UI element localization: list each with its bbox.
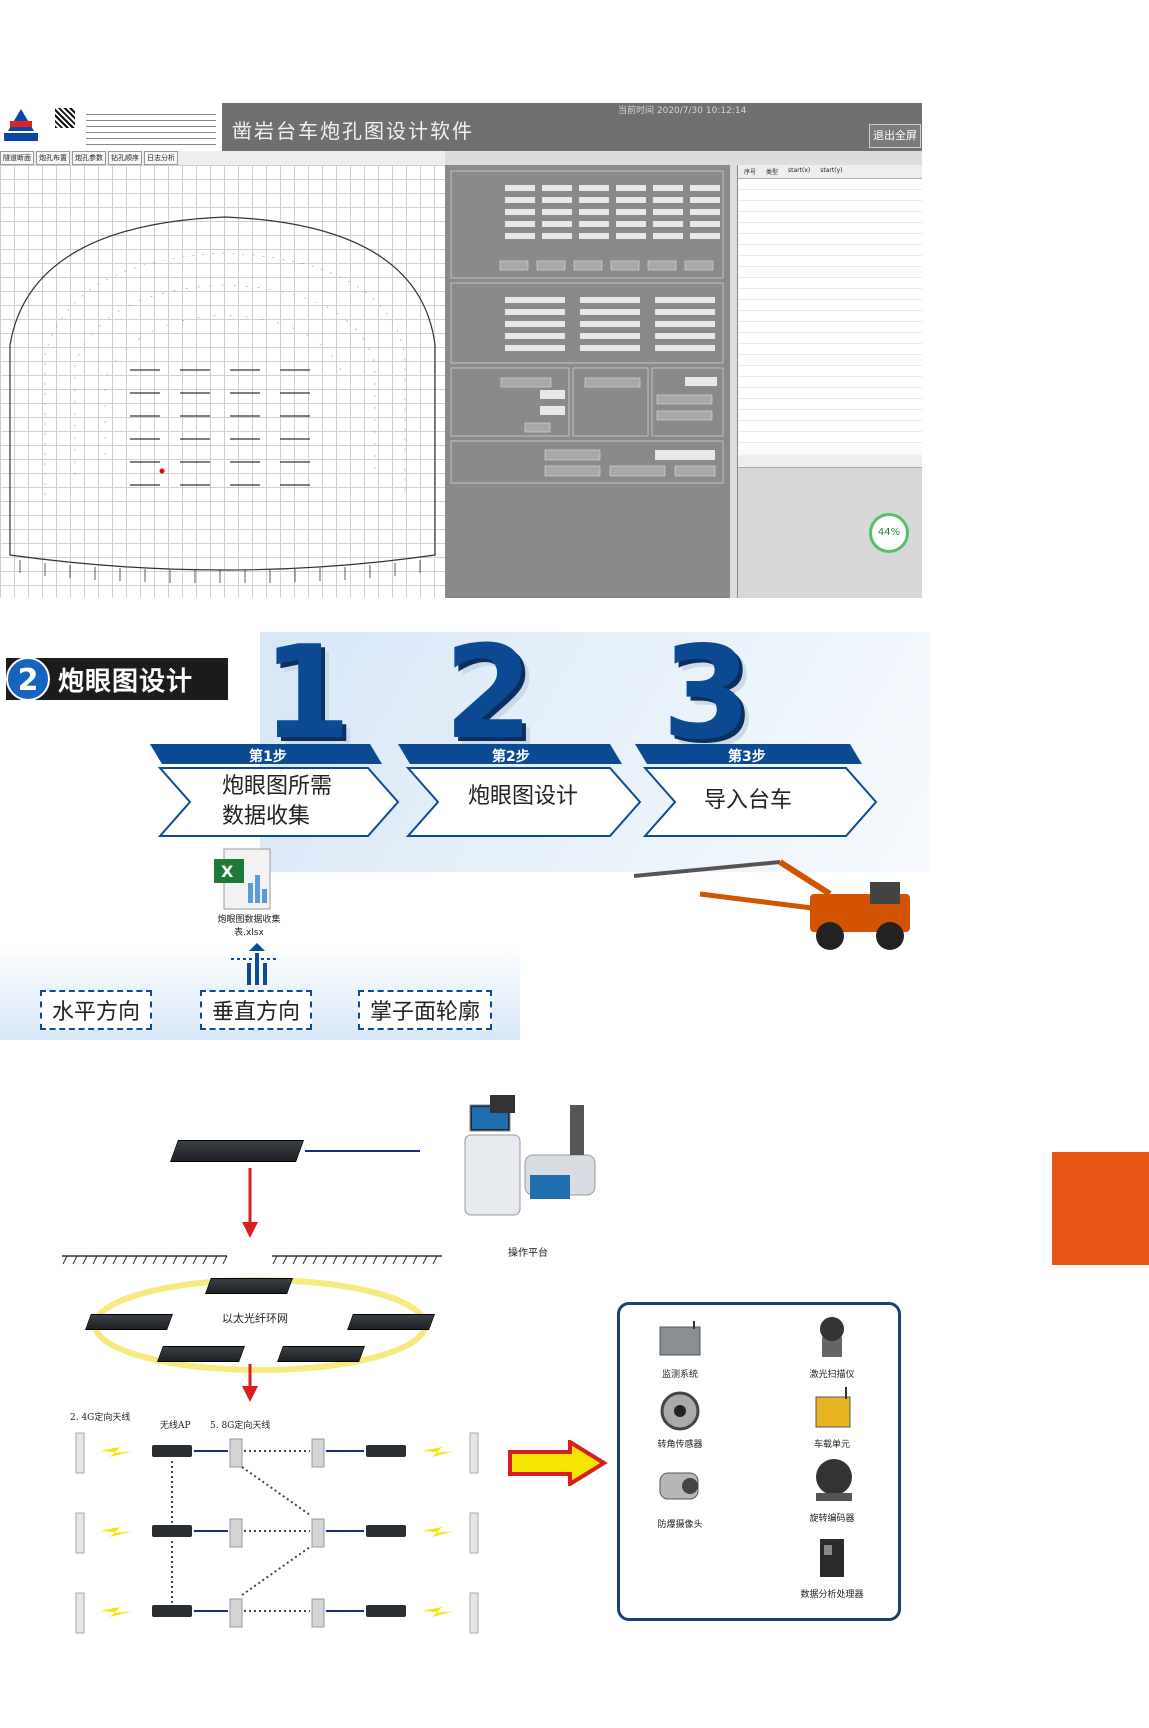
exit-fullscreen-button[interactable]: 退出全屏 xyxy=(869,124,921,148)
big-number-1: 1 xyxy=(262,632,352,768)
red-arrow-down-icon-2 xyxy=(242,1364,258,1402)
tab-drill-order[interactable]: 钻孔顺序 xyxy=(108,151,142,165)
excel-file-icon[interactable]: X xyxy=(210,845,278,913)
progress-indicator: 44% xyxy=(869,513,909,553)
tab-tunnel-section[interactable]: 隧道断面 xyxy=(0,151,34,165)
operator-platform-label: 操作平台 xyxy=(508,1248,548,1259)
current-time-text: 当前时间 2020/7/30 10:12:14 xyxy=(618,106,747,116)
antenna-58g-label: 5. 8G定向天线 xyxy=(210,1421,271,1431)
design-software-screenshot: 凿岩台车炮孔图设计软件 当前时间 2020/7/30 10:12:14 退出全屏… xyxy=(0,103,922,598)
table-header-type: 类型 xyxy=(766,169,779,176)
device-label-laser-scanner: 激光扫描仪 xyxy=(809,1370,855,1380)
ring-switch-bottom-left xyxy=(157,1346,245,1362)
excel-file-name: 炮眼图数据收集 表.xlsx xyxy=(217,915,281,938)
step-3-label: 第3步 xyxy=(728,749,766,765)
section-badge: 2 炮眼图设计 xyxy=(6,657,228,701)
core-switch xyxy=(169,1140,305,1162)
data-processor-icon xyxy=(820,1539,844,1577)
section-title: 炮眼图设计 xyxy=(58,666,194,697)
hole-coordinate-table[interactable]: 序号 类型 start(x) start(y) xyxy=(737,165,922,455)
monitoring-system-icon xyxy=(659,1321,701,1356)
device-label-angle-sensor: 转角传感器 xyxy=(657,1440,703,1450)
tunnel-profile-drawing xyxy=(9,216,436,583)
software-tab-bar: 隧道断面 炮孔布置 炮孔参数 钻孔顺序 日志分析 xyxy=(0,151,445,165)
step-2-label: 第2步 xyxy=(492,749,530,765)
operator-platform-image xyxy=(464,1095,596,1216)
source-vertical: 垂直方向 xyxy=(200,990,313,1030)
onboard-devices-panel: 监测系统 激光扫描仪 转角传感器 车载单元 防爆摄像头 旋转编码器 数据分析处理… xyxy=(617,1302,901,1621)
link-line xyxy=(305,1150,420,1152)
step-chevrons xyxy=(150,744,878,837)
merge-arrow-icon xyxy=(231,943,279,985)
step-1-text: 炮眼图所需 数据收集 xyxy=(222,774,333,829)
big-number-3: 3 xyxy=(662,632,752,768)
tab-log-analysis[interactable]: 日志分析 xyxy=(144,151,178,165)
vehicle-unit-icon xyxy=(815,1387,851,1428)
ring-switch-left xyxy=(85,1314,173,1330)
source-horizontal: 水平方向 xyxy=(40,990,153,1030)
device-label-rotary-encoder: 旋转编码器 xyxy=(809,1514,855,1524)
table-header-start-y: start(y) xyxy=(820,167,843,174)
laser-scanner-icon xyxy=(820,1317,844,1357)
angle-sensor-icon xyxy=(660,1391,700,1431)
device-label-monitoring: 监测系统 xyxy=(661,1370,698,1380)
ring-switch-top xyxy=(205,1278,293,1294)
ring-label: 以太光纤环网 xyxy=(222,1312,288,1325)
big-number-2: 2 xyxy=(444,632,534,768)
qr-code-icon xyxy=(55,108,75,128)
wireless-network-grid xyxy=(75,1432,479,1634)
device-label-camera: 防爆摄像头 xyxy=(657,1520,703,1530)
rotary-encoder-icon xyxy=(816,1459,852,1501)
tab-hole-params[interactable]: 炮孔参数 xyxy=(72,151,106,165)
drill-pattern-canvas[interactable] xyxy=(0,165,445,598)
red-arrow-down-icon xyxy=(242,1168,258,1238)
orange-accent-block xyxy=(1052,1152,1149,1265)
wireless-ap-label: 无线AP xyxy=(160,1421,191,1431)
tab-hole-layout[interactable]: 炮孔布置 xyxy=(36,151,70,165)
ring-switch-right xyxy=(347,1314,435,1330)
step-3-text: 导入台车 xyxy=(704,788,793,813)
big-arrow-right-icon xyxy=(508,1440,608,1486)
table-header-start-x: start(x) xyxy=(788,167,811,174)
drill-jumbo-image xyxy=(633,859,910,950)
device-label-vehicle-unit: 车载单元 xyxy=(813,1440,850,1450)
ring-switch-bottom-right xyxy=(277,1346,365,1362)
section-number: 2 xyxy=(6,657,50,701)
ground-line xyxy=(62,1255,442,1265)
source-face-contour: 掌子面轮廓 xyxy=(358,990,493,1030)
antenna-24g-label: 2. 4G定向天线 xyxy=(70,1413,131,1423)
svg-text:X: X xyxy=(221,862,234,881)
blast-hole-design-steps: 2 炮眼图设计 1 2 3 第1步 第2步 第3步 炮眼图所需 数据收集 炮眼图… xyxy=(0,632,930,1040)
company-logo xyxy=(0,103,222,151)
software-title: 凿岩台车炮孔图设计软件 xyxy=(232,119,474,143)
parameter-panel xyxy=(445,165,730,598)
explosion-proof-camera-icon xyxy=(659,1472,699,1500)
table-header-index: 序号 xyxy=(744,169,757,176)
step-2-text: 炮眼图设计 xyxy=(468,784,579,809)
step-1-label: 第1步 xyxy=(249,749,287,765)
device-label-data-processor: 数据分析处理器 xyxy=(800,1590,864,1600)
